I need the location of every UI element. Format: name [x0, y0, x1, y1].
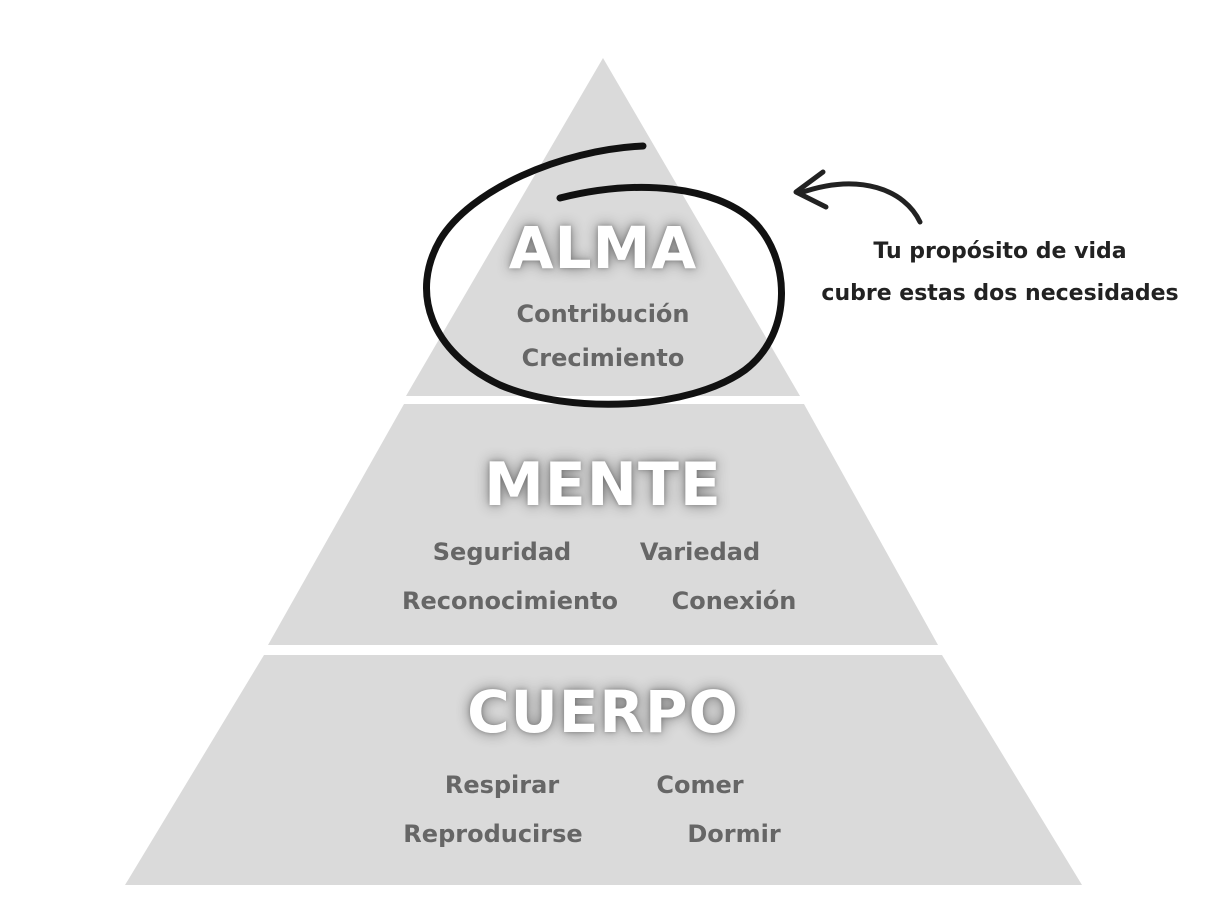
need-reconocimiento: Reconocimiento: [401, 587, 619, 615]
arrow-head-icon: [793, 169, 829, 210]
need-variedad: Variedad: [639, 538, 761, 566]
need-crecimiento: Crecimiento: [521, 344, 685, 372]
annotation-arrow-icon: [797, 181, 923, 225]
annotation-line-2: cubre estas dos necesidades: [821, 281, 1179, 306]
pyramid-tier-bottom: [125, 655, 1082, 885]
annotation-line-1: Tu propósito de vida: [873, 239, 1127, 264]
need-dormir: Dormir: [687, 820, 781, 848]
need-respirar: Respirar: [444, 771, 560, 799]
highlight-circle: [423, 142, 785, 408]
pyramid-tier-middle: [268, 404, 938, 645]
pyramid-tier-top: [406, 58, 800, 396]
need-seguridad: Seguridad: [432, 538, 572, 566]
need-reproducirse: Reproducirse: [403, 820, 583, 848]
need-contribucion: Contribución: [516, 300, 690, 328]
level-title-cuerpo: CUERPO: [467, 678, 739, 746]
level-title-mente: MENTE: [484, 450, 722, 520]
need-comer: Comer: [656, 771, 744, 799]
need-conexion: Conexión: [671, 587, 797, 615]
level-title-alma: ALMA: [508, 214, 698, 282]
